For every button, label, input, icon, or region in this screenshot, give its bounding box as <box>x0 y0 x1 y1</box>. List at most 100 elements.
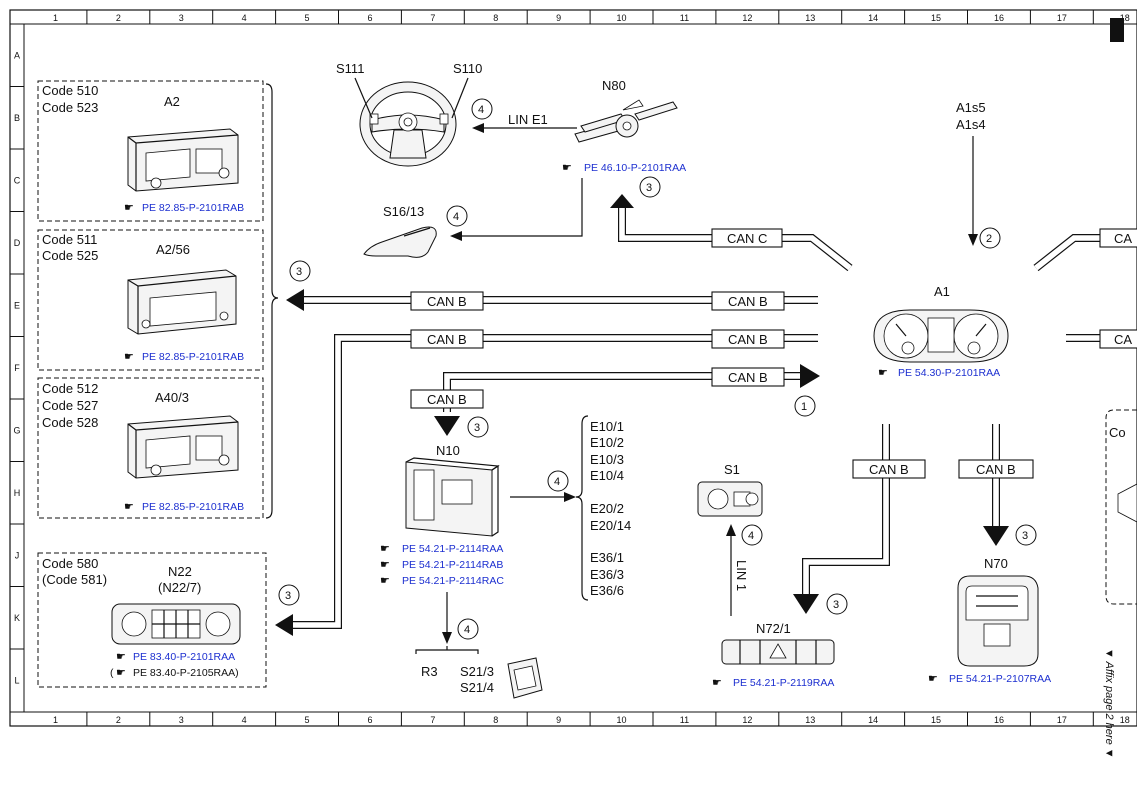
diagram-frame <box>9 9 1137 727</box>
grid-col-label-top: 16 <box>994 13 1004 23</box>
marker: 3 <box>289 260 311 282</box>
s1-label: S1 <box>724 462 740 477</box>
marker: 4 <box>471 98 493 120</box>
grid-col-label-bottom: 1 <box>53 715 58 725</box>
n80-ref-link[interactable]: PE 46.10-P-2101RAA <box>584 162 686 174</box>
grid-col-label-top: 8 <box>493 13 498 23</box>
marker-label: 4 <box>464 624 470 636</box>
n10-ref3-hand-icon: ☛ <box>380 575 390 587</box>
a2-ref-hand-icon: ☛ <box>124 202 134 214</box>
n22-code-1: Code 580 <box>42 556 98 571</box>
grid-col-label-top: 17 <box>1057 13 1067 23</box>
can-b-tag-8-label: CAN B <box>976 462 1016 477</box>
marker-label: 4 <box>478 104 484 116</box>
lin-e1-label: LIN E1 <box>508 112 548 127</box>
s214-label: S21/4 <box>460 680 494 695</box>
output-e10-2: E10/2 <box>590 435 624 450</box>
grid-col-label-bottom: 3 <box>179 715 184 725</box>
grid-col-label-top: 4 <box>242 13 247 23</box>
a403-code-3: Code 528 <box>42 415 98 430</box>
can-c-arrowhead <box>610 194 634 208</box>
n10-ref2-hand-icon: ☛ <box>380 559 390 571</box>
output-e36-6: E36/6 <box>590 583 624 598</box>
page-corner-mark-icon <box>1110 18 1124 42</box>
marker-label: 3 <box>285 590 291 602</box>
window-switch-icon <box>507 657 543 699</box>
radio-unit-icon <box>127 269 237 335</box>
marker: 3 <box>278 584 300 606</box>
grid-row-label: F <box>14 363 20 373</box>
a2-code-1: Code 510 <box>42 83 98 98</box>
a256-code-1: Code 511 <box>42 232 97 247</box>
grid-col-label-top: 2 <box>116 13 121 23</box>
a256-option-box <box>37 229 264 371</box>
can-b-tag-6 <box>410 389 484 409</box>
grid-col-label-top: 5 <box>305 13 310 23</box>
shift-paddle-icon <box>363 226 437 258</box>
s110-label: S110 <box>453 61 482 76</box>
r3-label: R3 <box>421 664 438 679</box>
can-b-n22-arrowhead <box>275 614 293 636</box>
n22-option-box <box>37 552 267 688</box>
s111-leader <box>354 77 373 119</box>
can-b-right-tag-label: CA <box>1114 332 1132 347</box>
r3-brace <box>415 646 479 654</box>
a2-ref-link[interactable]: PE 82.85-P-2101RAB <box>142 202 244 214</box>
n22-ref2-link[interactable]: PE 83.40-P-2105RAA) <box>133 667 239 679</box>
n22-ref2-open: ( <box>110 667 114 679</box>
n10-ref-link-3[interactable]: PE 54.21-P-2114RAC <box>402 575 504 587</box>
n10-ref-link-2[interactable]: PE 54.21-P-2114RAB <box>402 559 503 571</box>
grid-row-label: D <box>14 238 21 248</box>
a403-option-box <box>37 377 264 519</box>
grid-col-label-bottom: 11 <box>680 715 689 725</box>
a1-ref-link[interactable]: PE 54.30-P-2101RAA <box>898 367 1000 379</box>
can-b-tag-6-label: CAN B <box>427 392 467 407</box>
n721-ref-link[interactable]: PE 54.21-P-2119RAA <box>733 677 834 689</box>
can-c-tag <box>711 228 783 248</box>
right-option-box <box>1105 409 1137 605</box>
a403-ref-link[interactable]: PE 82.85-P-2101RAB <box>142 501 244 513</box>
n70-ref-link[interactable]: PE 54.21-P-2107RAA <box>949 673 1051 685</box>
grid-col-label-bottom: 9 <box>556 715 561 725</box>
grid-col-label-bottom: 4 <box>242 715 247 725</box>
a256-ref-link[interactable]: PE 82.85-P-2101RAB <box>142 351 244 363</box>
a256-label: A2/56 <box>156 242 190 257</box>
grid-col-label-top: 7 <box>430 13 435 23</box>
grid-col-label-top: 14 <box>868 13 878 23</box>
a1-ref-hand-icon: ☛ <box>878 367 888 379</box>
a403-code-1: Code 512 <box>42 381 98 396</box>
grid-col-label-bottom: 13 <box>805 715 815 725</box>
n10-ref-link-1[interactable]: PE 54.21-P-2114RAA <box>402 543 503 555</box>
grid-col-label-bottom: 12 <box>742 715 752 725</box>
marker: 4 <box>457 618 479 640</box>
a2-option-box <box>37 80 264 222</box>
grid-col-label-top: 13 <box>805 13 815 23</box>
n70-ref-hand-icon: ☛ <box>928 673 938 685</box>
can-b-tag-8 <box>958 459 1034 479</box>
lin1-arrowhead <box>726 524 736 536</box>
marker-label: 3 <box>833 599 839 611</box>
output-e10-1: E10/1 <box>590 419 624 434</box>
can-b-tag-2 <box>711 291 785 311</box>
s1613-label: S16/13 <box>383 204 424 219</box>
n22-ref2-hand-icon: ☛ <box>116 667 126 679</box>
marker-label: 3 <box>296 266 302 278</box>
switch-panel-n721-icon <box>721 639 835 665</box>
can-c-right-tag <box>1099 228 1137 248</box>
output-e20-2: E20/2 <box>590 501 624 516</box>
marker: 3 <box>467 416 489 438</box>
can-b-tag-3-label: CAN B <box>427 332 467 347</box>
output-e36-3: E36/3 <box>590 567 624 582</box>
can-b-tag-5-label: CAN B <box>728 370 768 385</box>
can-b-tag-7-label: CAN B <box>869 462 909 477</box>
can-b-a1-arrowhead <box>800 364 820 388</box>
can-b-tag-3 <box>410 329 484 349</box>
a256-code-2: Code 525 <box>42 248 98 263</box>
s1613-arrowhead <box>450 231 462 241</box>
n22-ref-link[interactable]: PE 83.40-P-2101RAA <box>133 651 235 663</box>
n22-code-2: (Code 581) <box>42 572 107 587</box>
can-b-n721-arrowhead <box>793 594 819 614</box>
grid-col-label-top: 1 <box>53 13 58 23</box>
a2-label: A2 <box>164 94 180 109</box>
grid-ruler: 1122334455667788991010111112121313141415… <box>10 10 1130 726</box>
